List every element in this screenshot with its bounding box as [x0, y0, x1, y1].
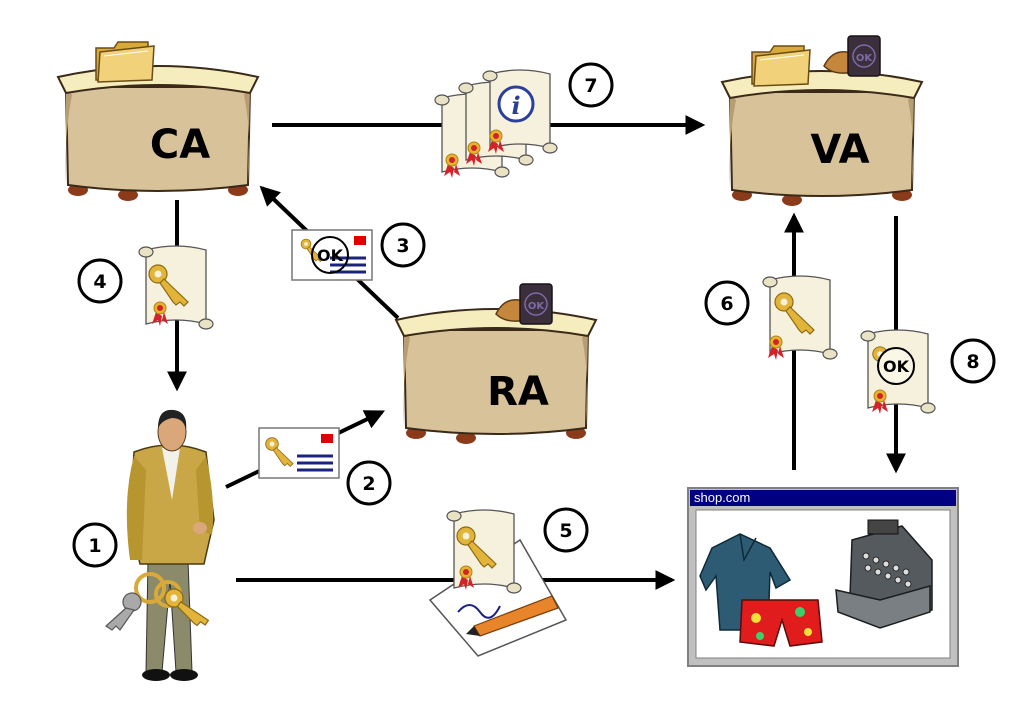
signed-document — [428, 509, 568, 657]
certificate-to-va — [762, 275, 838, 361]
ca-desk: CA — [57, 41, 259, 202]
step-badge-6: 6 — [704, 280, 750, 326]
va-stamp-ok: OK — [856, 53, 874, 64]
stamp-icon: OK — [823, 35, 881, 77]
svg-text:2: 2 — [362, 473, 375, 495]
certificate-icon: i — [482, 69, 558, 155]
request-card — [257, 426, 341, 480]
folder-icon — [95, 41, 155, 83]
ca-label: CA — [150, 122, 210, 168]
step-badge-7: 7 — [568, 62, 614, 108]
validation-certificate: OK — [860, 329, 936, 415]
person-icon — [126, 409, 215, 681]
issued-certificate — [138, 245, 214, 330]
silver-key-icon — [105, 592, 142, 631]
keyring-icon — [105, 572, 210, 632]
step-badge-1: 1 — [72, 522, 118, 568]
svg-text:8: 8 — [966, 351, 979, 373]
svg-text:4: 4 — [93, 271, 106, 293]
step-badge-3: 3 — [380, 222, 426, 268]
shop-titlebar — [690, 490, 956, 506]
ra-label: RA — [487, 369, 549, 415]
approved-request-card: OK — [290, 228, 374, 282]
va-desk: OK VA — [721, 35, 923, 207]
svg-text:i: i — [511, 91, 520, 120]
svg-text:1: 1 — [88, 535, 101, 557]
shop-title: shop.com — [694, 490, 750, 505]
va-validation-ok: OK — [883, 357, 910, 376]
step-badge-5: 5 — [543, 507, 589, 553]
ra-stamp-ok: OK — [528, 301, 546, 312]
pencil-icon — [466, 595, 559, 637]
ra-desk: OK RA — [395, 283, 597, 445]
step-badge-8: 8 — [950, 338, 996, 384]
stamp-icon: OK — [495, 283, 553, 325]
step-badge-4: 4 — [77, 258, 123, 304]
va-label: VA — [810, 127, 869, 173]
cash-register-icon — [835, 519, 933, 629]
info-icon: i — [497, 85, 535, 123]
shop-window: shop.com — [687, 487, 959, 667]
svg-text:3: 3 — [396, 235, 409, 257]
step-badge-2: 2 — [346, 460, 392, 506]
svg-text:6: 6 — [720, 293, 733, 315]
ra-approval-ok: OK — [317, 246, 344, 265]
shorts-icon — [739, 599, 823, 647]
svg-text:5: 5 — [559, 520, 572, 542]
folder-icon — [751, 45, 811, 87]
svg-text:7: 7 — [584, 75, 597, 97]
certificate-stack: i — [434, 69, 558, 179]
